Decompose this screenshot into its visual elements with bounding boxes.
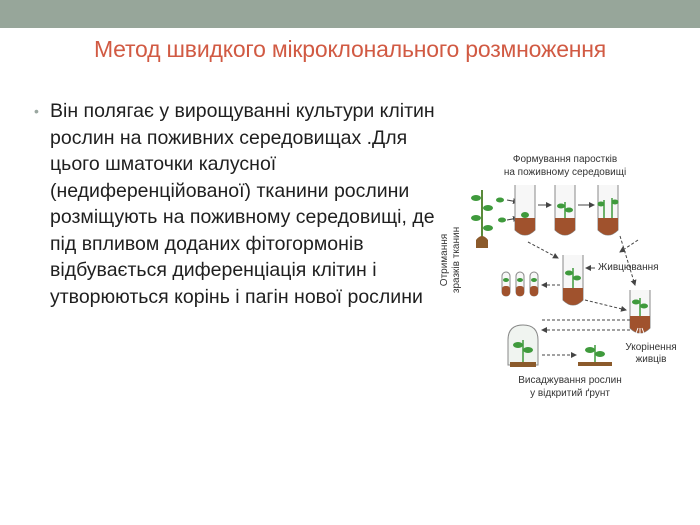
- small-tubes: [501, 271, 539, 297]
- label-tissue-sampling-2: зразків тканин: [451, 227, 462, 293]
- label-planting-1: Висаджування рослин: [518, 375, 622, 386]
- label-tissue-sampling-1: Отримання: [439, 234, 450, 286]
- label-rooting-1: Укорінення: [625, 342, 676, 353]
- tube-callus: [514, 185, 536, 236]
- bullet-text: Він полягає у вирощуванні культури кліти…: [50, 100, 435, 308]
- tube-multi-shoot: [597, 185, 619, 236]
- label-shoot-formation-1: Формування паростків: [513, 154, 617, 165]
- bullet-marker: •: [34, 103, 39, 119]
- outdoor-plant: [578, 345, 612, 366]
- top-decorative-bar: [0, 0, 700, 28]
- tube-cuttings: [562, 255, 584, 306]
- label-planting-2: у відкритий ґрунт: [530, 388, 610, 399]
- slide-title: Метод швидкого мікроклонального розмноже…: [93, 36, 607, 62]
- micropropagation-diagram: Формування паростків на поживному середо…: [439, 154, 677, 399]
- label-rooting-2: живців: [636, 354, 667, 365]
- source-plant-icon: [471, 190, 493, 248]
- label-shoot-formation-2: на поживному середовищі: [504, 167, 626, 178]
- tube-rooting: [629, 290, 651, 338]
- bell-jar-plant: [507, 324, 539, 367]
- tube-shoot: [554, 185, 576, 236]
- label-cuttings: Живцювання: [598, 262, 659, 273]
